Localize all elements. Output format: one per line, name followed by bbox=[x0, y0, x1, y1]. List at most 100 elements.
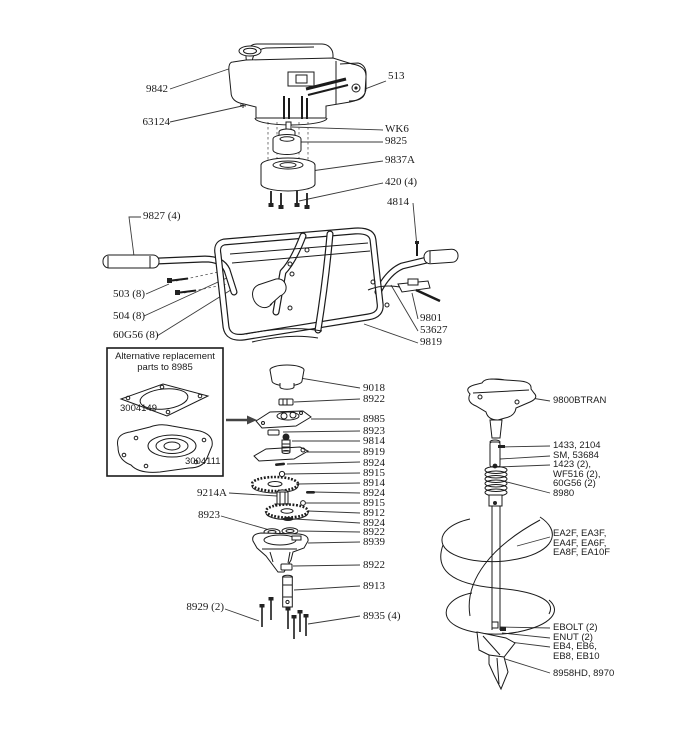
part-8923 bbox=[267, 429, 280, 436]
alt-box-title-line2: parts to 8985 bbox=[137, 362, 193, 373]
skid-plate bbox=[245, 328, 323, 335]
callout-503: 503 (8) bbox=[113, 288, 146, 300]
callout-8924-2: 8924 bbox=[363, 487, 385, 499]
gearcase-parts bbox=[250, 364, 315, 639]
callout-8929: 8929 (2) bbox=[186, 601, 224, 613]
callout-8913: 8913 bbox=[363, 580, 385, 592]
callout-EB4-EB6: EB4, EB6, bbox=[553, 641, 597, 652]
callout-8922-1: 8922 bbox=[363, 393, 385, 405]
callout-9814: 9814 bbox=[363, 435, 385, 447]
callout-8923-r: 8923 bbox=[363, 425, 385, 437]
part-8914 bbox=[250, 475, 300, 494]
alt-box-title-line1: Alternative replacement bbox=[115, 351, 215, 362]
part-8958HD-point bbox=[488, 654, 509, 691]
part-8939 bbox=[252, 532, 309, 573]
pulley-9837A bbox=[260, 157, 316, 192]
callout-9842: 9842 bbox=[146, 83, 168, 95]
part-8922-c bbox=[280, 563, 293, 571]
callout-9837A: 9837A bbox=[385, 154, 415, 166]
callout-EA2F: EA2F, EA3F, bbox=[553, 528, 607, 539]
part-8915-b bbox=[300, 500, 306, 506]
alt-parts-box bbox=[106, 347, 257, 477]
callout-9018: 9018 bbox=[363, 382, 385, 394]
part-8915-a bbox=[278, 470, 286, 478]
label-3004149: 3004149 bbox=[120, 403, 157, 414]
bolts-8929 bbox=[259, 597, 274, 627]
callout-60G56: 60G56 (8) bbox=[113, 329, 159, 341]
part-9800BTRAN bbox=[467, 378, 537, 439]
callout-ENUT: ENUT (2) bbox=[553, 632, 593, 643]
callout-4814: 4814 bbox=[387, 196, 409, 208]
bolts-8935 bbox=[285, 607, 309, 639]
coupling-9825 bbox=[272, 128, 302, 155]
engine-drawing bbox=[228, 43, 367, 126]
callout-8939: 8939 bbox=[363, 536, 385, 548]
callout-8922-2: 8922 bbox=[363, 526, 385, 538]
leader-lines bbox=[128, 60, 551, 674]
throttle-assembly bbox=[367, 278, 441, 303]
callout-513: 513 bbox=[388, 70, 405, 82]
callout-60G56-2: 60G56 (2) bbox=[553, 478, 596, 489]
part-8985 bbox=[255, 410, 312, 429]
callout-SM-53684: SM, 53684 bbox=[553, 450, 599, 461]
callout-1433-2104: 1433, 2104 bbox=[553, 440, 601, 451]
callout-1423: 1423 (2), bbox=[553, 459, 592, 470]
part-9018 bbox=[269, 364, 305, 390]
part-8924-c bbox=[282, 517, 294, 521]
callout-WF516: WF516 (2), bbox=[553, 469, 601, 480]
callout-420: 420 (4) bbox=[385, 176, 418, 188]
part-8919 bbox=[253, 446, 310, 462]
callout-8915-1: 8915 bbox=[363, 467, 385, 479]
callout-8935: 8935 (4) bbox=[363, 610, 401, 622]
callout-9819: 9819 bbox=[420, 336, 442, 348]
auger-flighting bbox=[440, 516, 555, 635]
callout-8958HD: 8958HD, 8970 bbox=[553, 668, 615, 679]
bolts-503-504 bbox=[167, 277, 197, 295]
callout-EB8-EB10: EB8, EB10 bbox=[553, 651, 600, 662]
callout-504: 504 (8) bbox=[113, 310, 146, 322]
callout-8985: 8985 bbox=[363, 413, 385, 425]
part-8980-spring-shaft bbox=[484, 439, 508, 507]
callout-9801: 9801 bbox=[420, 312, 442, 324]
callout-8924-1: 8924 bbox=[363, 457, 385, 469]
bolts-420 bbox=[268, 191, 310, 209]
callout-9800BTRAN: 9800BTRAN bbox=[553, 395, 607, 406]
pin-4814 bbox=[415, 241, 419, 256]
part-9814 bbox=[281, 433, 291, 454]
callout-8924-3: 8924 bbox=[363, 517, 385, 529]
auger-tube bbox=[491, 506, 501, 630]
callout-9214A: 9214A bbox=[197, 487, 227, 499]
frame-drawing bbox=[102, 231, 459, 343]
callout-8923-l: 8923 bbox=[198, 509, 220, 521]
callout-EBOLT: EBOLT (2) bbox=[553, 622, 598, 633]
callout-53627: 53627 bbox=[420, 324, 448, 336]
callout-8914: 8914 bbox=[363, 477, 385, 489]
callout-9825: 9825 bbox=[385, 135, 407, 147]
callout-8912: 8912 bbox=[363, 507, 385, 519]
callout-63124: 63124 bbox=[142, 116, 171, 128]
left-grip bbox=[102, 254, 160, 269]
callout-8980: 8980 bbox=[553, 488, 575, 499]
callout-8915-2: 8915 bbox=[363, 497, 385, 509]
callout-9827: 9827 (4) bbox=[143, 210, 181, 222]
part-8924-a bbox=[275, 462, 286, 466]
part-3004149-drawing bbox=[119, 383, 210, 417]
part-3004111-drawing bbox=[117, 424, 213, 473]
auger-assembly bbox=[440, 378, 555, 691]
callout-WK6: WK6 bbox=[385, 123, 409, 135]
part-8913 bbox=[282, 574, 293, 608]
right-grip bbox=[423, 248, 459, 265]
screw-63124 bbox=[239, 104, 247, 108]
part-eb-blade bbox=[476, 631, 516, 662]
part-8924-b bbox=[306, 491, 315, 494]
callout-EA4F: EA4F, EA6F, bbox=[553, 538, 607, 549]
clutch-cylinder bbox=[252, 278, 287, 309]
callout-EA8F: EA8F, EA10F bbox=[553, 547, 611, 558]
part-ebolt-enut bbox=[491, 621, 506, 631]
label-3004111: 3004111 bbox=[185, 456, 221, 467]
callout-8922-3: 8922 bbox=[363, 559, 385, 571]
box-arrow bbox=[226, 415, 257, 425]
callout-8919: 8919 bbox=[363, 446, 385, 458]
